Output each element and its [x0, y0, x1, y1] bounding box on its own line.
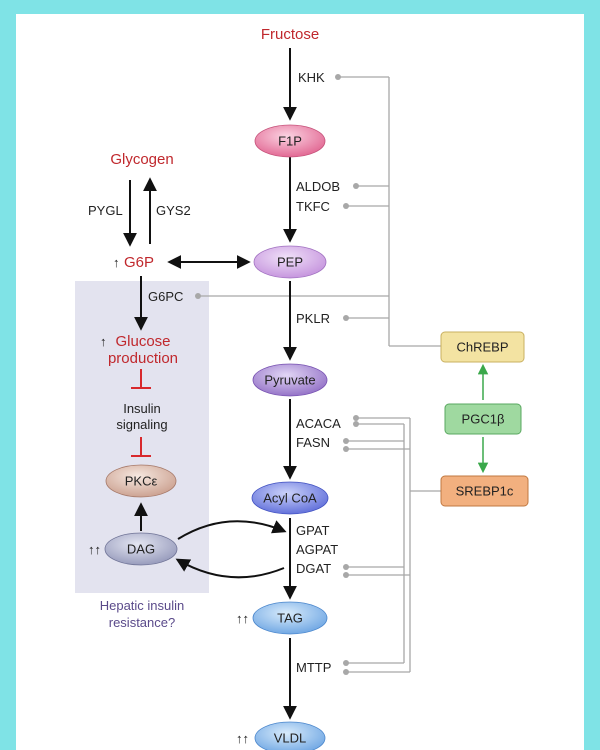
enzyme-gys2: GYS2	[156, 203, 191, 218]
signaling-label: signaling	[116, 417, 167, 432]
insulin-label: Insulin	[123, 401, 161, 416]
enzyme-pygl: PYGL	[88, 203, 123, 218]
regulator-chrebp: ChREBP	[440, 331, 525, 363]
watermark: @运动健身控	[508, 731, 580, 746]
regulator-pgc1b-label: PGC1β	[462, 412, 505, 427]
enzyme-khk: KHK	[298, 70, 325, 85]
enzyme-mttp: MTTP	[296, 660, 331, 675]
node-pep: PEP	[253, 245, 327, 279]
enzyme-tkfc: TKFC	[296, 199, 330, 214]
node-f1p: F1P	[254, 124, 326, 158]
regulator-connectors	[200, 76, 441, 673]
node-pep-label: PEP	[277, 255, 303, 270]
inhibition-bars	[131, 369, 151, 457]
enzyme-pklr: PKLR	[296, 311, 330, 326]
node-tag-label: TAG	[277, 611, 303, 626]
enzyme-gpat: GPAT	[296, 523, 330, 538]
node-dag: DAG	[104, 532, 178, 566]
enzyme-g6pc: G6PC	[148, 289, 183, 304]
pathway-arrows	[123, 48, 297, 720]
dag-up-indicator: ↑↑	[88, 542, 101, 557]
regulator-pgc1b: PGC1β	[444, 403, 522, 435]
hepatic-caption-line2: resistance?	[109, 615, 175, 630]
enzyme-fasn: FASN	[296, 435, 330, 450]
node-dag-label: DAG	[127, 542, 155, 557]
node-f1p-label: F1P	[278, 134, 302, 149]
regulator-srebp1c: SREBP1c	[440, 475, 529, 507]
node-vldl-label: VLDL	[274, 731, 307, 746]
enzyme-acaca: ACACA	[296, 416, 341, 431]
glucose-label: Glucose	[115, 333, 170, 350]
glycogen-label: Glycogen	[110, 151, 173, 168]
g6p-up-indicator: ↑	[113, 255, 120, 270]
glucose-up-indicator: ↑	[100, 334, 107, 349]
node-pyruvate-label: Pyruvate	[264, 373, 315, 388]
node-pkc-label: PKCε	[125, 474, 158, 489]
node-pyruvate: Pyruvate	[252, 363, 328, 397]
regulator-srebp1c-label: SREBP1c	[456, 484, 514, 499]
fructose-label: Fructose	[261, 26, 319, 43]
g6p-label: G6P	[124, 254, 154, 271]
enzyme-dgat: DGAT	[296, 561, 331, 576]
enzyme-agpat: AGPAT	[296, 542, 338, 557]
node-acyl-coa: Acyl CoA	[251, 481, 329, 515]
enzyme-aldob: ALDOB	[296, 179, 340, 194]
node-acyl-coa-label: Acyl CoA	[263, 491, 317, 506]
vldl-up-indicator: ↑↑	[236, 731, 249, 746]
connector-dots	[195, 74, 359, 675]
node-tag: TAG	[252, 601, 328, 635]
production-label: production	[108, 350, 178, 367]
node-vldl: VLDL	[254, 721, 326, 750]
regulator-chrebp-label: ChREBP	[456, 340, 508, 355]
node-pkc: PKCε	[105, 464, 177, 498]
tag-up-indicator: ↑↑	[236, 611, 249, 626]
hepatic-caption-line1: Hepatic insulin	[100, 598, 185, 613]
